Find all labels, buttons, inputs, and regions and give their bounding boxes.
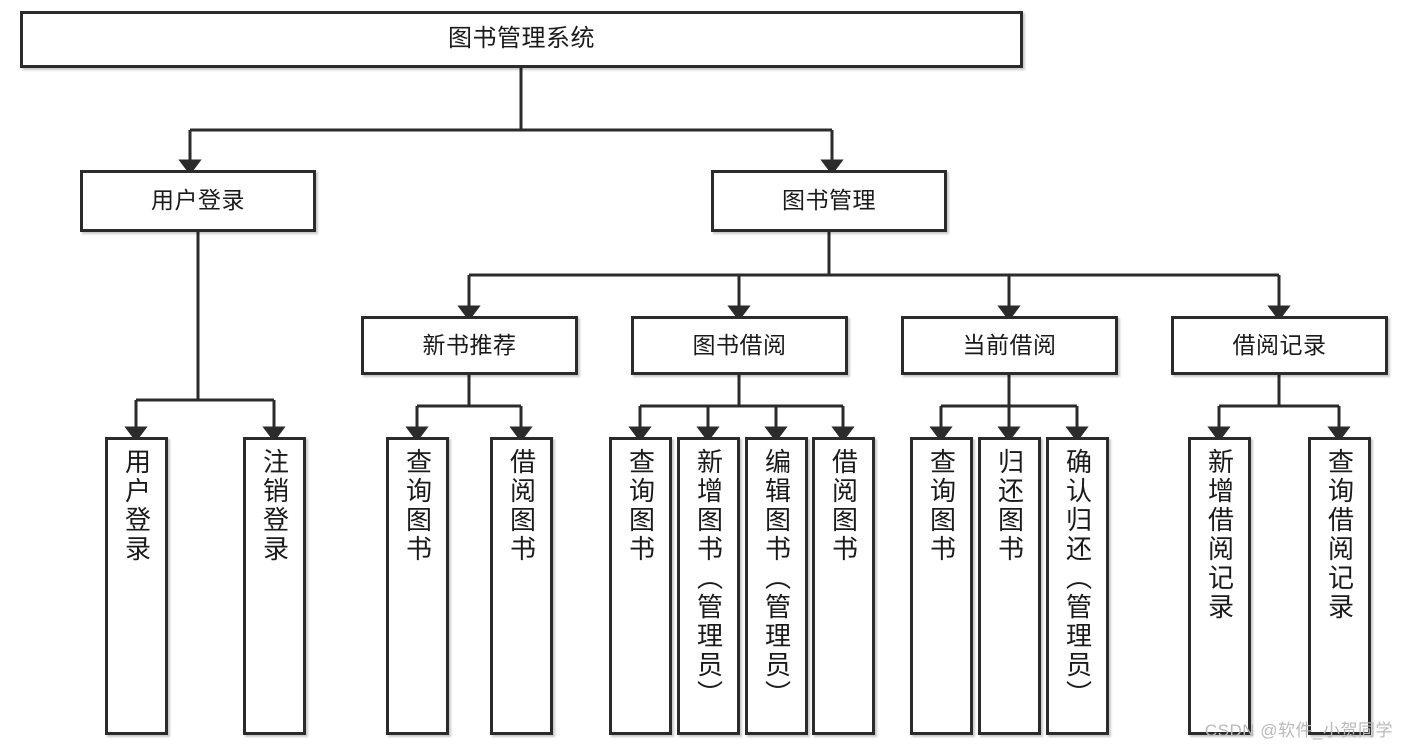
leaf-user-logout[interactable]: 注销登录 <box>243 437 306 735</box>
watermark-text: CSDN @软件_小贺同学 <box>1204 721 1393 740</box>
node-label: 当前借阅 <box>962 331 1057 358</box>
node-user-login[interactable]: 用户登录 <box>80 170 316 232</box>
leaf-confirm-return-admin[interactable]: 确认归还（管理员） <box>1046 437 1109 735</box>
node-label: 图书借阅 <box>692 331 787 358</box>
leaf-user-login[interactable]: 用户登录 <box>105 437 168 735</box>
node-label: 查询借阅记录 <box>1324 448 1355 622</box>
node-label: 用户登录 <box>121 448 152 564</box>
leaf-add-book-admin[interactable]: 新增图书（管理员） <box>677 437 740 735</box>
leaf-query-book-recommend[interactable]: 查询图书 <box>386 437 449 735</box>
node-label: 查询图书 <box>625 448 656 564</box>
node-label: 借阅图书 <box>506 448 537 564</box>
node-label: 借阅图书 <box>828 448 859 564</box>
node-label: 用户登录 <box>151 187 245 214</box>
node-label: 图书管理系统 <box>448 25 595 53</box>
leaf-query-borrow-record[interactable]: 查询借阅记录 <box>1308 437 1371 735</box>
node-label: 借阅记录 <box>1232 331 1327 358</box>
leaf-query-book-borrow[interactable]: 查询图书 <box>609 437 672 735</box>
node-root-library-system[interactable]: 图书管理系统 <box>20 11 1023 68</box>
node-label: 确认归还（管理员） <box>1062 448 1093 709</box>
node-label: 查询图书 <box>926 448 957 564</box>
node-borrow-record[interactable]: 借阅记录 <box>1171 316 1388 375</box>
node-new-book-recommend[interactable]: 新书推荐 <box>361 316 578 375</box>
node-label: 编辑图书（管理员） <box>761 448 792 709</box>
leaf-add-borrow-record[interactable]: 新增借阅记录 <box>1188 437 1251 735</box>
leaf-borrow-book[interactable]: 借阅图书 <box>812 437 875 735</box>
node-label: 注销登录 <box>259 448 290 564</box>
node-label: 查询图书 <box>402 448 433 564</box>
node-label: 图书管理 <box>782 187 876 214</box>
node-label: 新增借阅记录 <box>1204 448 1235 622</box>
node-label: 新增图书（管理员） <box>693 448 724 709</box>
node-book-management[interactable]: 图书管理 <box>711 170 947 232</box>
node-label: 归还图书 <box>994 448 1025 564</box>
leaf-return-book[interactable]: 归还图书 <box>978 437 1041 735</box>
node-book-borrow[interactable]: 图书借阅 <box>631 316 848 375</box>
node-current-borrow[interactable]: 当前借阅 <box>901 316 1118 375</box>
leaf-borrow-book-recommend[interactable]: 借阅图书 <box>490 437 553 735</box>
leaf-query-book-current[interactable]: 查询图书 <box>910 437 973 735</box>
leaf-edit-book-admin[interactable]: 编辑图书（管理员） <box>745 437 808 735</box>
node-label: 新书推荐 <box>422 331 517 358</box>
